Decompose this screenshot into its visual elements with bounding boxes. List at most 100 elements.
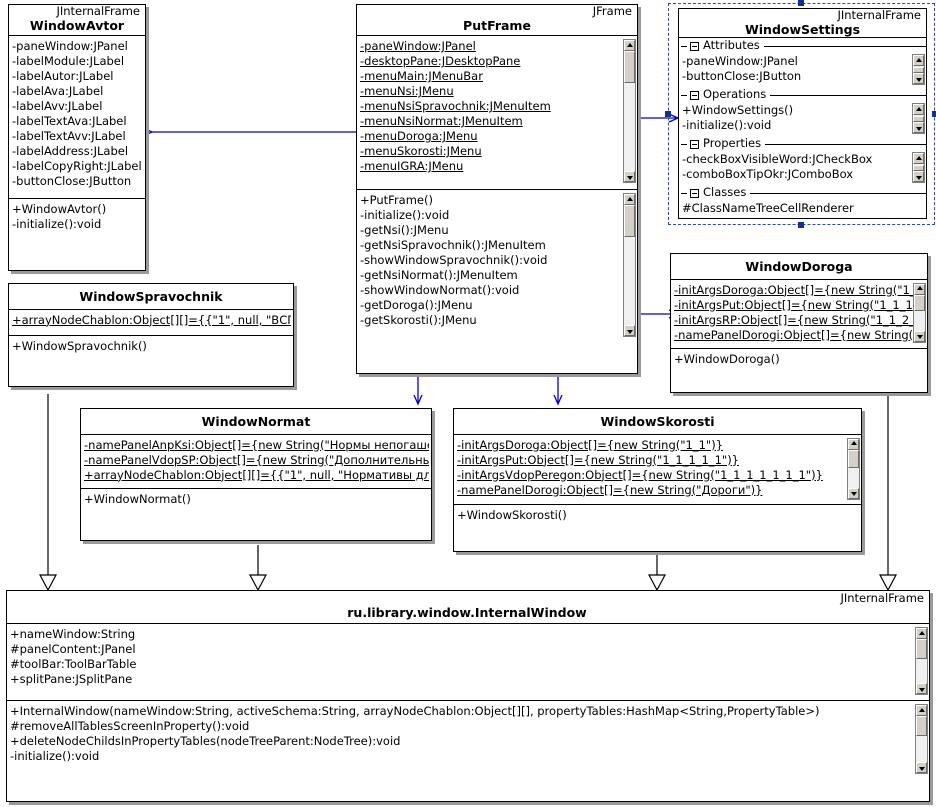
class-box-window-skorosti[interactable]: WindowSkorosti -initArgsDoroga:Object[]=… xyxy=(453,408,862,552)
attributes-scrollbar[interactable] xyxy=(913,282,926,343)
attribute: -paneWindow:JPanel xyxy=(360,39,476,53)
attribute: -labelCopyRight:JLabel xyxy=(12,159,142,173)
operation: +WindowSkorosti() xyxy=(457,507,567,522)
attributes-scrollbar[interactable] xyxy=(847,437,860,500)
scroll-down-icon[interactable] xyxy=(848,487,859,499)
scroll-up-icon[interactable] xyxy=(916,705,927,716)
attributes-compartment: -paneWindow:JPanel -desktopPane:JDesktop… xyxy=(357,36,637,190)
group-header-operations[interactable]: Operations xyxy=(679,87,926,103)
class-name: WindowNormat xyxy=(201,414,311,429)
group-dash xyxy=(681,94,687,96)
attribute: -labelTextAva:JLabel xyxy=(12,114,127,128)
class-box-window-doroga[interactable]: WindowDoroga -initArgsDoroga:Object[]={n… xyxy=(670,253,928,393)
scrollbar-track[interactable] xyxy=(624,237,635,325)
scroll-up-icon[interactable] xyxy=(914,283,925,295)
selection-handle-bottom[interactable] xyxy=(798,222,804,228)
scroll-down-icon[interactable] xyxy=(624,171,635,182)
generalization-arrowheads xyxy=(39,574,897,592)
scroll-down-icon[interactable] xyxy=(624,325,635,336)
scrollbar-track[interactable] xyxy=(916,736,927,762)
operation: -getNsiNormat():JMenuItem xyxy=(360,268,518,282)
scrollbar-thumb[interactable] xyxy=(916,716,927,736)
class-box-window-spravochnik[interactable]: WindowSpravochnik +arrayNodeChablon:Obje… xyxy=(8,283,294,387)
scroll-up-icon[interactable] xyxy=(916,628,927,639)
class-name: WindowAvtor xyxy=(29,17,125,33)
operations-scrollbar[interactable] xyxy=(912,103,925,134)
attribute: -labelAutor:JLabel xyxy=(12,69,114,83)
class-stereotype: JInternalFrame xyxy=(837,8,921,22)
attributes-scrollbar[interactable] xyxy=(912,54,925,85)
property: -checkBoxVisibleWord:JCheckBox xyxy=(682,152,873,166)
scrollbar-thumb[interactable] xyxy=(913,115,924,122)
collapse-minus-icon[interactable] xyxy=(690,41,699,51)
operations-compartment: +InternalWindow(nameWindow:String, activ… xyxy=(7,701,929,779)
attribute: -buttonClose:JButton xyxy=(12,174,132,188)
selection-handle-left[interactable] xyxy=(665,111,671,117)
operation: +WindowSettings() xyxy=(682,103,794,117)
selection-handle-right[interactable] xyxy=(932,111,936,117)
scroll-down-icon[interactable] xyxy=(913,122,924,133)
operation: -getDoroga():JMenu xyxy=(360,298,473,312)
class-box-window-avtor[interactable]: JInternalFrame WindowAvtor -paneWindow:J… xyxy=(8,4,146,271)
operation: -initialize():void xyxy=(360,208,450,222)
group-header-properties[interactable]: Properties xyxy=(679,136,926,152)
collapse-minus-icon[interactable] xyxy=(690,90,699,100)
classes-compartment: #ClassNameTreeCellRenderer xyxy=(679,201,926,218)
scrollbar-track[interactable] xyxy=(848,467,859,488)
class-box-internal-window[interactable]: JInternalFrame ru.library.window.Interna… xyxy=(6,590,930,802)
group-label: Properties xyxy=(703,136,762,151)
scroll-down-icon[interactable] xyxy=(916,762,927,773)
scroll-down-icon[interactable] xyxy=(913,171,924,182)
attribute: -menuDoroga:JMenu xyxy=(360,129,478,143)
scrollbar-thumb[interactable] xyxy=(624,205,635,237)
attribute: -namePanelDorogi:Object[]={new String(" xyxy=(674,327,919,342)
attribute: -menuNsiNormat:JMenuItem xyxy=(360,114,523,128)
class-box-window-normat[interactable]: WindowNormat -namePanelAnpKsi:Object[]={… xyxy=(80,408,432,541)
scroll-up-icon[interactable] xyxy=(913,104,924,115)
scroll-down-icon[interactable] xyxy=(913,73,924,84)
operations-scrollbar[interactable] xyxy=(915,704,928,774)
scrollbar-thumb[interactable] xyxy=(916,639,927,659)
group-header-attributes[interactable]: Attributes xyxy=(679,38,926,54)
scroll-up-icon[interactable] xyxy=(624,194,635,205)
group-dash xyxy=(681,192,687,194)
scrollbar-track[interactable] xyxy=(916,659,927,683)
scroll-down-icon[interactable] xyxy=(914,330,925,342)
operations-compartment: +WindowSettings() -initialize():void xyxy=(679,103,926,136)
nested-class: #ClassNameTreeCellRenderer xyxy=(682,201,854,215)
scroll-up-icon[interactable] xyxy=(913,153,924,164)
scroll-up-icon[interactable] xyxy=(913,55,924,66)
selection-handle-top[interactable] xyxy=(798,0,804,6)
attributes-scrollbar[interactable] xyxy=(623,39,636,183)
group-label: Classes xyxy=(703,185,747,200)
class-header: WindowSkorosti xyxy=(454,409,861,435)
scroll-up-icon[interactable] xyxy=(624,40,635,51)
scroll-up-icon[interactable] xyxy=(848,438,859,450)
scrollbar-thumb[interactable] xyxy=(914,294,925,311)
attribute: -namePanelDorogi:Object[]={new String("Д… xyxy=(457,482,763,497)
attribute: -labelAddress:JLabel xyxy=(12,144,129,158)
scrollbar-thumb[interactable] xyxy=(913,66,924,73)
collapse-minus-icon[interactable] xyxy=(690,188,699,198)
scrollbar-track[interactable] xyxy=(624,83,635,171)
group-rule xyxy=(770,94,926,96)
class-box-put-frame[interactable]: JFrame PutFrame -paneWindow:JPanel -desk… xyxy=(356,4,638,374)
attribute: -initArgsVdopPeregon:Object[]={new Strin… xyxy=(457,467,823,482)
group-header-classes[interactable]: Classes xyxy=(679,185,926,201)
attributes-scrollbar[interactable] xyxy=(915,627,928,695)
operation: -initialize():void xyxy=(12,217,102,231)
operations-compartment: +WindowSkorosti() xyxy=(454,505,861,541)
operations-scrollbar[interactable] xyxy=(623,193,636,337)
class-box-window-settings[interactable]: JInternalFrame WindowSettings Attributes… xyxy=(678,8,927,219)
properties-scrollbar[interactable] xyxy=(912,152,925,183)
scrollbar-track[interactable] xyxy=(914,310,925,331)
scrollbar-thumb[interactable] xyxy=(624,51,635,83)
scrollbar-thumb[interactable] xyxy=(848,449,859,468)
scroll-down-icon[interactable] xyxy=(916,683,927,694)
attribute: +arrayNodeChablon:Object[][]={{"1", null… xyxy=(12,312,291,327)
collapse-minus-icon[interactable] xyxy=(690,139,699,149)
scrollbar-thumb[interactable] xyxy=(913,164,924,171)
operation: -initialize():void xyxy=(682,118,772,132)
class-header: JInternalFrame WindowAvtor xyxy=(9,5,145,36)
